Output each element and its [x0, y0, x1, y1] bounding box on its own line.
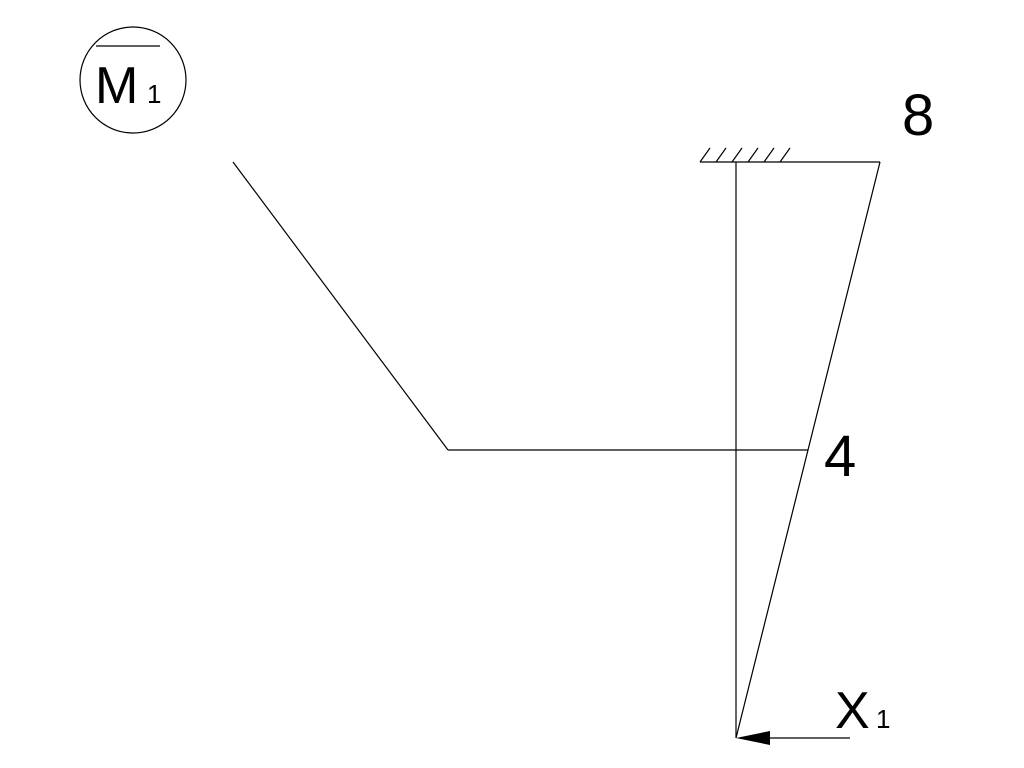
- support-hatch: [763, 147, 775, 163]
- fixed-support: [699, 147, 880, 163]
- support-hatch: [747, 147, 759, 163]
- title-circle: [79, 26, 187, 134]
- arrowhead-icon: [736, 731, 770, 745]
- moment-value-mid: 4: [824, 424, 856, 489]
- support-hatch: [699, 147, 711, 163]
- support-hatch: [731, 147, 743, 163]
- support-hatch: [715, 147, 727, 163]
- unit-force-arrow: [736, 731, 850, 745]
- support-hatch: [779, 147, 791, 163]
- force-letter: X: [835, 682, 870, 740]
- title-letter: M: [95, 57, 138, 115]
- force-subscript: 1: [876, 704, 890, 734]
- title-subscript: 1: [147, 79, 161, 109]
- inclined-member: [232, 161, 449, 451]
- moment-value-top: 8: [902, 83, 934, 148]
- diagram-title: M 1: [79, 26, 187, 134]
